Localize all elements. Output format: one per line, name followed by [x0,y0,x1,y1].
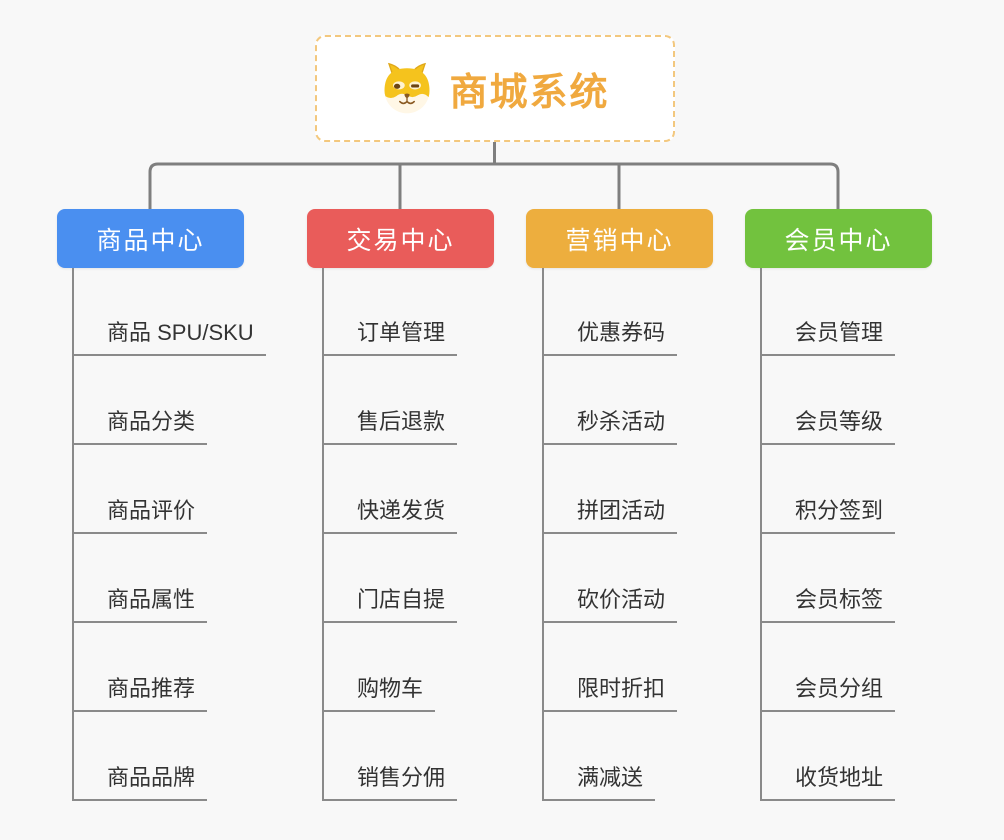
branch-rail-line [148,162,840,209]
leaf-node[interactable]: 秒杀活动 [542,404,678,445]
leaf-node[interactable]: 积分签到 [760,493,896,534]
leaf-node[interactable]: 会员分组 [760,671,896,712]
branch-children-member: 会员管理 会员等级 积分签到 会员标签 会员分组 收货地址 [760,267,896,801]
leaf-node[interactable]: 商品评价 [72,493,208,534]
branch-node-member-center[interactable]: 会员中心 [745,209,932,268]
leaf-node[interactable]: 会员管理 [760,315,896,356]
branch-node-product-center[interactable]: 商品中心 [57,209,244,268]
root-node[interactable]: 商城系统 [315,35,675,142]
branch-node-marketing-center[interactable]: 营销中心 [526,209,713,268]
leaf-node[interactable]: 商品推荐 [72,671,208,712]
branch-children-product: 商品 SPU/SKU 商品分类 商品评价 商品属性 商品推荐 商品品牌 [72,267,266,801]
leaf-node[interactable]: 商品 SPU/SKU [72,315,266,356]
shiba-dog-icon [384,62,430,113]
leaf-node[interactable]: 拼团活动 [542,493,678,534]
leaf-node[interactable]: 订单管理 [322,315,458,356]
leaf-node[interactable]: 收货地址 [760,760,896,801]
leaf-node[interactable]: 销售分佣 [322,760,458,801]
leaf-node[interactable]: 售后退款 [322,404,458,445]
leaf-node[interactable]: 优惠券码 [542,315,678,356]
leaf-node[interactable]: 购物车 [322,671,436,712]
leaf-node[interactable]: 商品属性 [72,582,208,623]
leaf-node[interactable]: 商品品牌 [72,760,208,801]
leaf-node[interactable]: 限时折扣 [542,671,678,712]
leaf-node[interactable]: 会员等级 [760,404,896,445]
leaf-node[interactable]: 门店自提 [322,582,458,623]
leaf-node[interactable]: 商品分类 [72,404,208,445]
leaf-node[interactable]: 砍价活动 [542,582,678,623]
root-title: 商城系统 [449,72,610,114]
branch-children-trade: 订单管理 售后退款 快递发货 门店自提 购物车 销售分佣 [322,267,458,801]
leaf-node[interactable]: 满减送 [542,760,656,801]
leaf-node[interactable]: 快递发货 [322,493,458,534]
leaf-node[interactable]: 会员标签 [760,582,896,623]
branch-node-trade-center[interactable]: 交易中心 [307,209,494,268]
branch-children-marketing: 优惠券码 秒杀活动 拼团活动 砍价活动 限时折扣 满减送 [542,267,678,801]
